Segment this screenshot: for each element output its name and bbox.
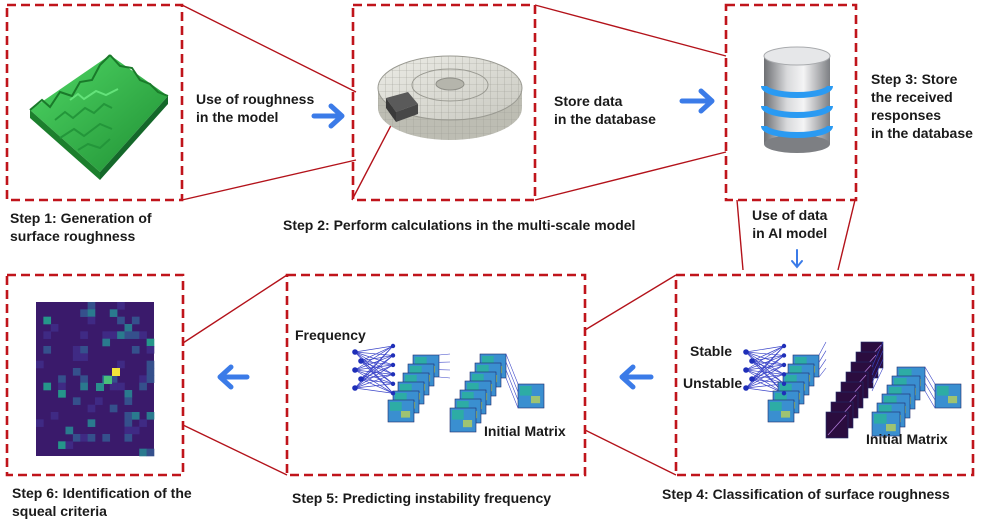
stable-label: Stable (690, 343, 733, 359)
step6-caption: Step 6: Identification of the squeal cri… (12, 485, 192, 519)
step3-caption: Step 3: Store the received responses in … (871, 71, 973, 141)
step4-frame (674, 273, 975, 477)
flow-arrows (217, 88, 715, 390)
frequency-label: Frequency (295, 327, 366, 343)
step-frames (5, 3, 975, 477)
arrow-right-icon-2 (679, 88, 715, 114)
step1-caption: Step 1: Generation of surface roughness (10, 210, 152, 244)
neural-network-icon-step4 (743, 341, 962, 439)
arrow-left-icon-1 (619, 364, 654, 390)
step3-frame (724, 3, 858, 202)
step5-caption: Step 5: Predicting instability frequency (292, 490, 552, 506)
transition-roughness-label: Use of roughness in the model (196, 91, 315, 125)
rough-surface-icon (29, 54, 169, 180)
heatmap-hotspot (112, 368, 120, 376)
unstable-label: Unstable (683, 375, 743, 391)
step2-caption: Step 2: Perform calculations in the mult… (283, 217, 636, 233)
transition-store-label: Store data in the database (554, 93, 656, 127)
arrow-right-icon-1 (311, 103, 345, 129)
database-icon (761, 46, 833, 153)
arrow-left-icon-2 (217, 364, 250, 390)
transition-ai-label: Use of data in AI model (752, 207, 828, 241)
connector-lines (181, 4, 856, 476)
brake-disc-model-icon (377, 55, 523, 140)
arrow-down-icon (791, 249, 803, 269)
step5-frame (285, 273, 587, 477)
step4-caption: Step 4: Classification of surface roughn… (662, 486, 950, 502)
initial-matrix-label-step5: Initial Matrix (484, 423, 566, 439)
heatmap-icon (36, 302, 155, 457)
neural-network-icon-step5 (352, 343, 545, 433)
initial-matrix-label-step4: Initial Matrix (866, 431, 948, 447)
step2-frame (351, 3, 537, 202)
step6-frame (5, 273, 185, 477)
step1-frame (5, 3, 184, 202)
